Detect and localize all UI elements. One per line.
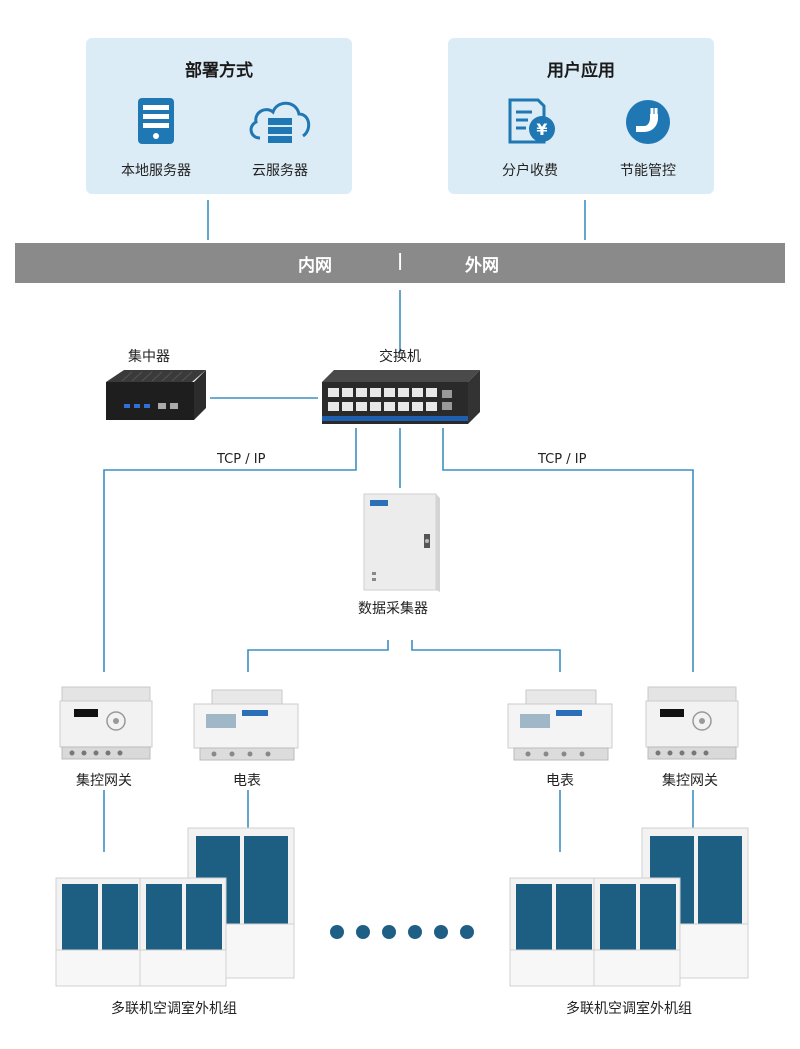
- data-collector-device: [360, 490, 442, 598]
- cloud-server-label: 云服务器: [252, 163, 308, 179]
- outdoor-units-right: [504, 822, 754, 996]
- intranet-label: 内网: [298, 256, 332, 276]
- ellipsis-dot: [330, 925, 344, 939]
- ellipsis-dot: [356, 925, 370, 939]
- user-app-title: 用户应用: [547, 61, 615, 81]
- deployment-panel: 部署方式 本地服务器 云服务器: [86, 38, 352, 194]
- cloud-server-icon: [246, 96, 314, 150]
- extranet-label: 外网: [465, 256, 499, 276]
- local-server-label: 本地服务器: [121, 163, 191, 179]
- gateway-right-label: 集控网关: [662, 773, 718, 789]
- billing-icon: ¥: [504, 96, 560, 152]
- concentrator-device: [102, 368, 210, 428]
- meter-left-device: [192, 688, 302, 768]
- tcp-ip-right-label: TCP / IP: [538, 452, 587, 467]
- outdoor-units-left-label: 多联机空调室外机组: [111, 1001, 237, 1017]
- ellipsis-dot: [382, 925, 396, 939]
- ellipsis-dot: [460, 925, 474, 939]
- switch-label: 交换机: [379, 349, 421, 365]
- meter-right-device: [506, 688, 616, 768]
- data-collector-label: 数据采集器: [358, 601, 428, 617]
- billing-label: 分户收费: [502, 163, 558, 179]
- local-server-icon: [134, 96, 178, 150]
- concentrator-label: 集中器: [128, 349, 170, 365]
- tcp-ip-left-label: TCP / IP: [217, 452, 266, 467]
- user-app-panel: 用户应用 ¥ 分户收费 节能管控: [448, 38, 714, 194]
- energy-control-label: 节能管控: [620, 163, 676, 179]
- outdoor-units-left: [50, 822, 300, 996]
- energy-control-icon: [622, 96, 674, 152]
- outdoor-units-right-label: 多联机空调室外机组: [566, 1001, 692, 1017]
- gateway-left-device: [58, 683, 154, 767]
- meter-right-label: 电表: [546, 773, 574, 789]
- meter-left-label: 电表: [233, 773, 261, 789]
- ellipsis-dot: [408, 925, 422, 939]
- deployment-title: 部署方式: [185, 61, 253, 81]
- network-bar: 内网 | 外网: [15, 243, 785, 283]
- switch-device: [318, 366, 484, 432]
- ellipsis-dot: [434, 925, 448, 939]
- gateway-left-label: 集控网关: [76, 773, 132, 789]
- gateway-right-device: [644, 683, 740, 767]
- network-separator: |: [397, 251, 404, 271]
- svg-text:¥: ¥: [536, 120, 547, 139]
